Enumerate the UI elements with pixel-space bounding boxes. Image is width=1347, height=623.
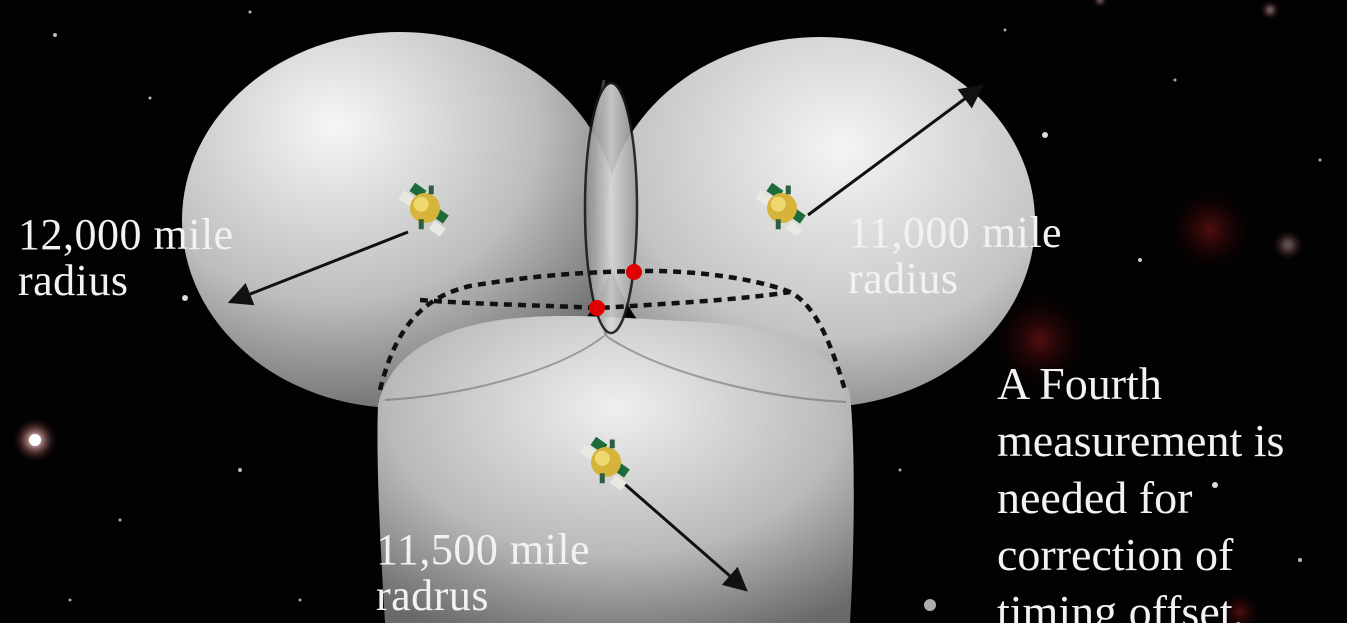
note-line: correction of xyxy=(997,529,1234,580)
radius-label-satellite-2: 11,000 mile radius xyxy=(848,210,1062,302)
note-line: A Fourth xyxy=(997,358,1162,409)
fourth-measurement-note: A Fourth measurement is needed for corre… xyxy=(997,355,1284,623)
note-line: measurement is xyxy=(997,415,1285,466)
note-line: needed for xyxy=(997,472,1193,523)
intersection-lens xyxy=(583,81,639,335)
radius-label-unit: radius xyxy=(848,254,959,303)
radius-label-unit: radrus xyxy=(376,571,489,620)
intersection-points xyxy=(589,264,642,316)
radius-label-unit: radius xyxy=(18,256,129,305)
intersection-point-icon xyxy=(589,300,605,316)
note-line: timing offset. xyxy=(997,586,1245,623)
radius-arrow-satellite-1 xyxy=(227,230,409,306)
radius-label-value: 12,000 mile xyxy=(18,210,234,259)
radius-label-satellite-3: 11,500 mile radrus xyxy=(376,527,590,619)
radius-label-satellite-1: 12,000 mile radius xyxy=(18,212,234,304)
radius-arrows xyxy=(227,84,984,592)
radius-arrow-satellite-3 xyxy=(619,478,748,592)
intersection-point-icon xyxy=(626,264,642,280)
sphere-satellite-2 xyxy=(605,37,1035,407)
radius-label-value: 11,000 mile xyxy=(848,208,1063,257)
sphere-satellite-1 xyxy=(182,32,618,408)
radius-label-value: 11,500 mile xyxy=(376,525,591,574)
space-background xyxy=(13,0,1322,623)
radius-arrow-satellite-2 xyxy=(807,84,984,217)
range-spheres xyxy=(182,32,1035,623)
